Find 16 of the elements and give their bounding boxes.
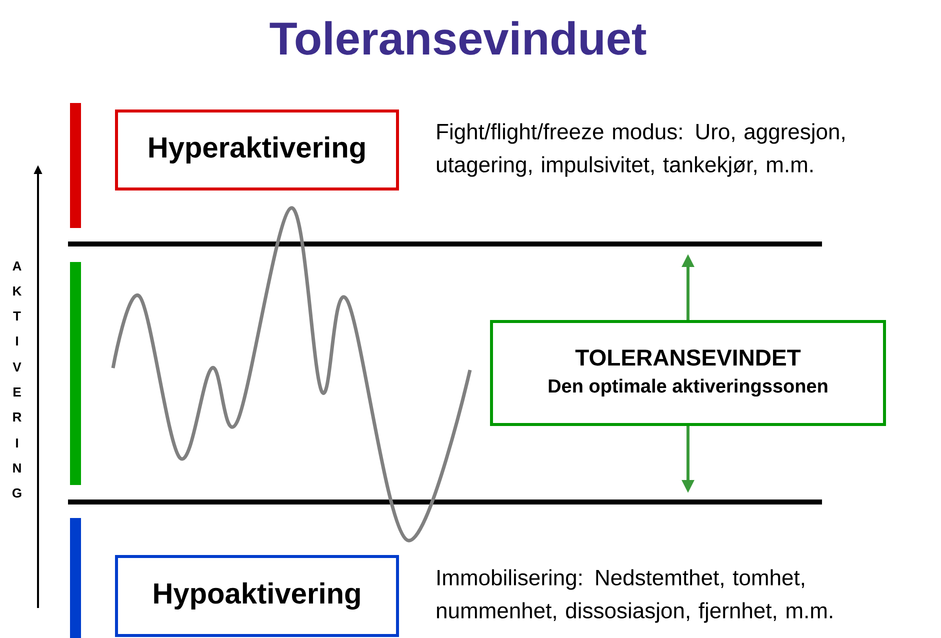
description-text: Fight/flight/freeze modus: Uro, aggresjon, utagering, impulsivitet, tankekjør, m.m.	[436, 123, 844, 177]
axis-letter: V	[12, 362, 22, 372]
description-text: Immobilisering: Nedstemthet, tomhet, nummenhet, dissosiasjon, fjernhet, m.m.	[437, 569, 832, 623]
axis-letter: T	[13, 312, 21, 320]
axis-letter: A	[12, 262, 22, 270]
zone-box: TOLERANSEVINDET Den optimale aktiveringssonen	[490, 320, 886, 426]
axis-letter: K	[13, 286, 22, 296]
axis-letter: I	[16, 438, 18, 448]
axis-letter: G	[12, 488, 22, 498]
axis-letter: R	[13, 412, 22, 422]
axis-letter: I	[16, 336, 18, 346]
axis-letter: N	[13, 464, 21, 472]
title: Toleransevinduet	[270, 21, 646, 55]
hypo-box: Hypoaktivering	[115, 555, 399, 637]
hyper-box: Hyperaktivering	[115, 110, 399, 190]
axis-letter: E	[14, 388, 21, 396]
